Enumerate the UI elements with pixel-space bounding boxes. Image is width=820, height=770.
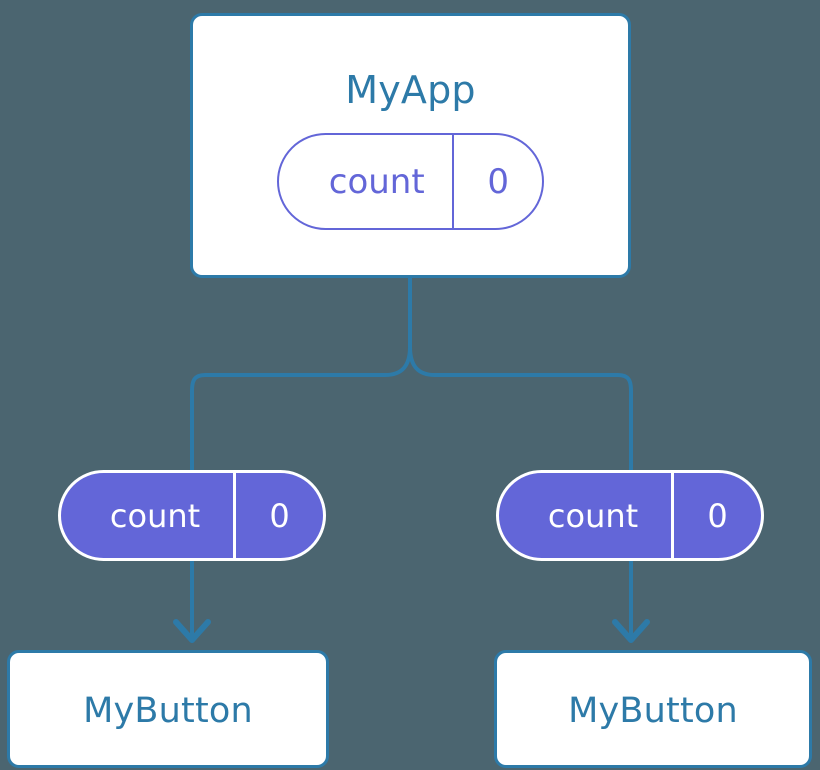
state-value-child-right: 0 [671, 473, 761, 558]
component-title-mybutton-left: MyButton [83, 691, 253, 731]
component-box-myapp[interactable]: MyApp [190, 13, 631, 278]
state-key-child-left: count [109, 496, 201, 535]
arrow-down-icon-right [612, 619, 650, 643]
component-title-mybutton-right: MyButton [568, 691, 738, 731]
state-key-myapp: count [328, 161, 425, 202]
connector-branch-right [408, 346, 633, 470]
state-pill-myapp[interactable]: count 0 [277, 133, 544, 230]
connector-branch-left [190, 346, 412, 470]
component-box-mybutton-left[interactable]: MyButton [7, 650, 329, 768]
state-value-child-left: 0 [233, 473, 323, 558]
state-value-myapp: 0 [452, 135, 542, 228]
state-pill-child-right[interactable]: count 0 [496, 470, 764, 561]
state-pill-child-left[interactable]: count 0 [58, 470, 326, 561]
state-key-child-right: count [547, 496, 639, 535]
component-box-mybutton-right[interactable]: MyButton [494, 650, 812, 768]
arrow-down-icon-left [173, 619, 211, 643]
component-title-myapp: MyApp [345, 68, 476, 112]
